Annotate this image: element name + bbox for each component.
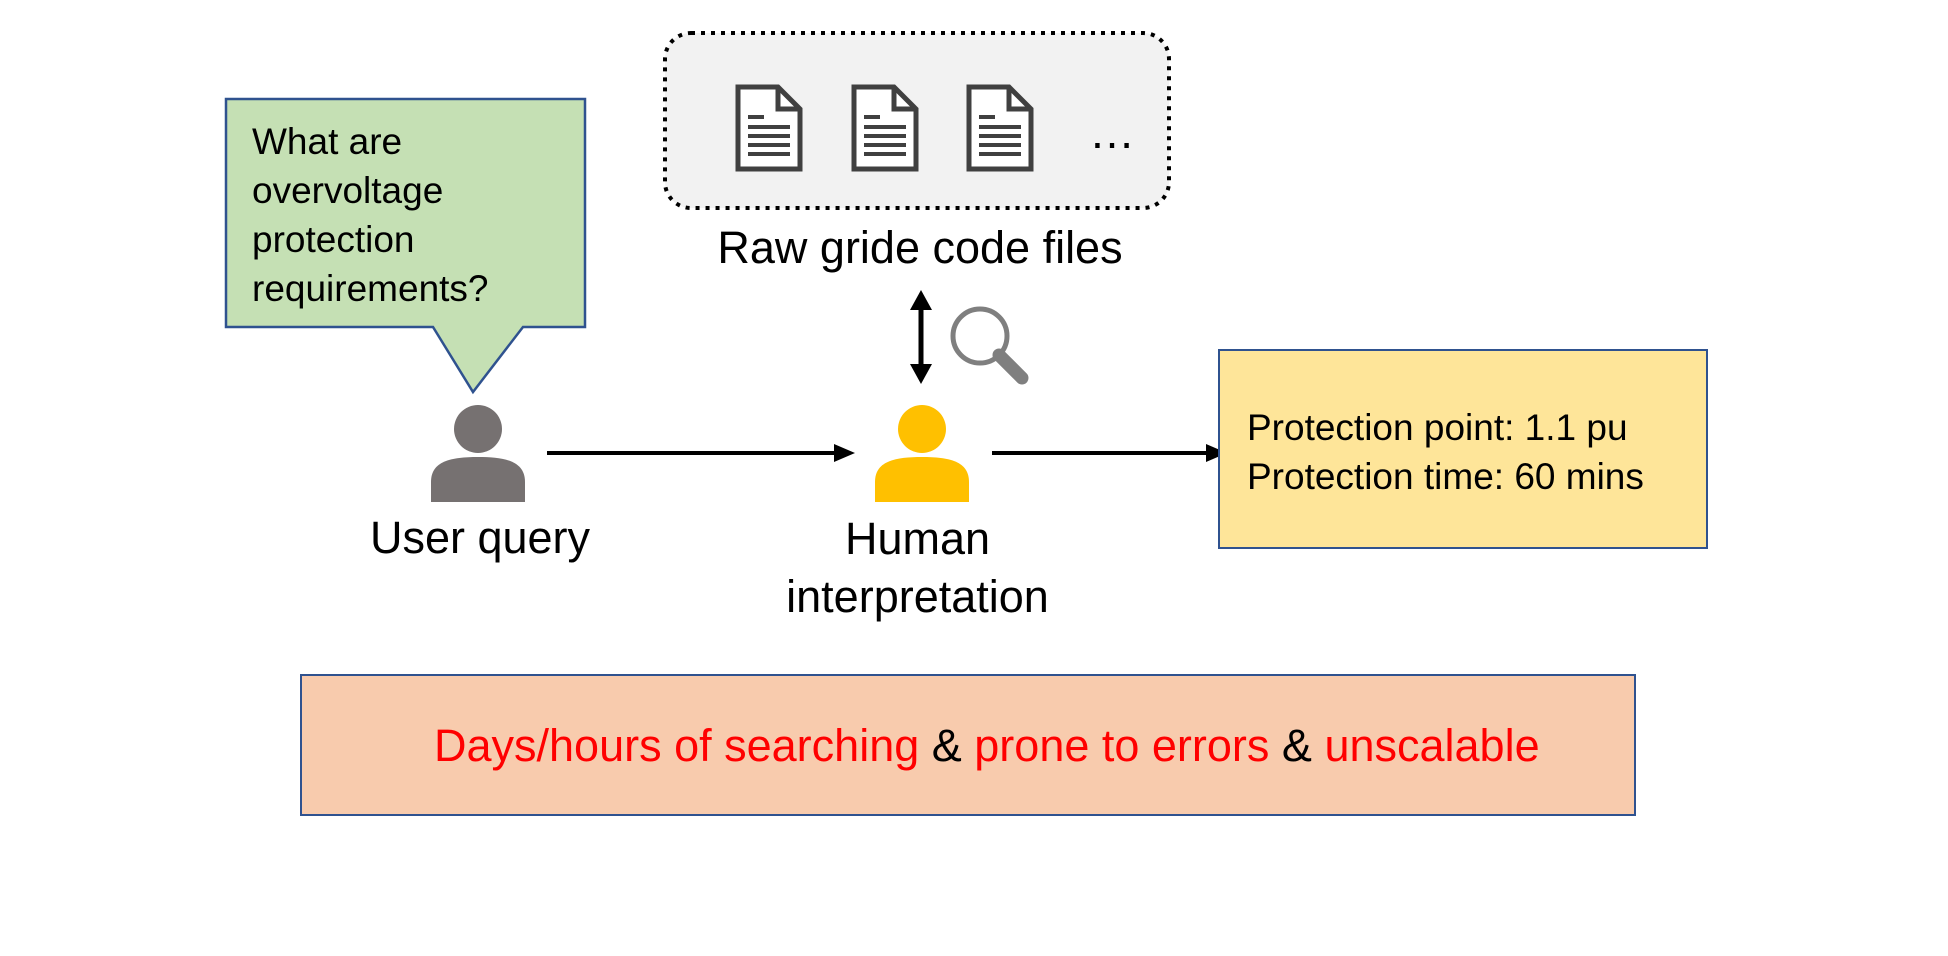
- document-icon: [966, 84, 1034, 172]
- summary-part-searching: Days/hours of searching: [434, 720, 920, 771]
- query-line: What are: [252, 121, 403, 162]
- summary-part-unscalable: unscalable: [1324, 720, 1540, 771]
- double-arrow-icon: [910, 290, 932, 384]
- user-query-label: User query: [369, 512, 591, 563]
- result-line-protection-point: Protection point: 1.1 pu: [1247, 407, 1628, 448]
- result-line-protection-time: Protection time: 60 mins: [1247, 456, 1644, 497]
- human-label-line: Human: [844, 513, 991, 564]
- magnifier-icon: [950, 306, 1029, 385]
- result-box: Protection point: 1.1 pu Protection time…: [1218, 349, 1708, 549]
- summary-box: Days/hours of searching & prone to error…: [300, 674, 1636, 816]
- query-speech-bubble: [224, 97, 587, 395]
- query-line: requirements?: [252, 268, 489, 309]
- arrow-user-to-human: [547, 444, 855, 462]
- document-icon: [735, 84, 803, 172]
- human-interpretation-label: Human interpretation: [745, 510, 1090, 626]
- summary-separator: &: [919, 720, 975, 771]
- more-files-ellipsis: …: [1089, 106, 1135, 158]
- person-icon: [431, 405, 525, 502]
- query-line: protection: [252, 219, 415, 260]
- arrow-human-to-result: [992, 444, 1227, 462]
- summary-separator: &: [1269, 720, 1325, 771]
- person-icon: [875, 405, 969, 502]
- query-text: What are overvoltage protection requirem…: [252, 117, 572, 313]
- query-line: overvoltage: [252, 170, 444, 211]
- summary-text: Days/hours of searching & prone to error…: [434, 719, 1540, 773]
- human-label-line: interpretation: [786, 571, 1049, 622]
- files-caption: Raw gride code files: [717, 222, 1123, 273]
- summary-part-errors: prone to errors: [974, 720, 1270, 771]
- document-icon: [851, 84, 919, 172]
